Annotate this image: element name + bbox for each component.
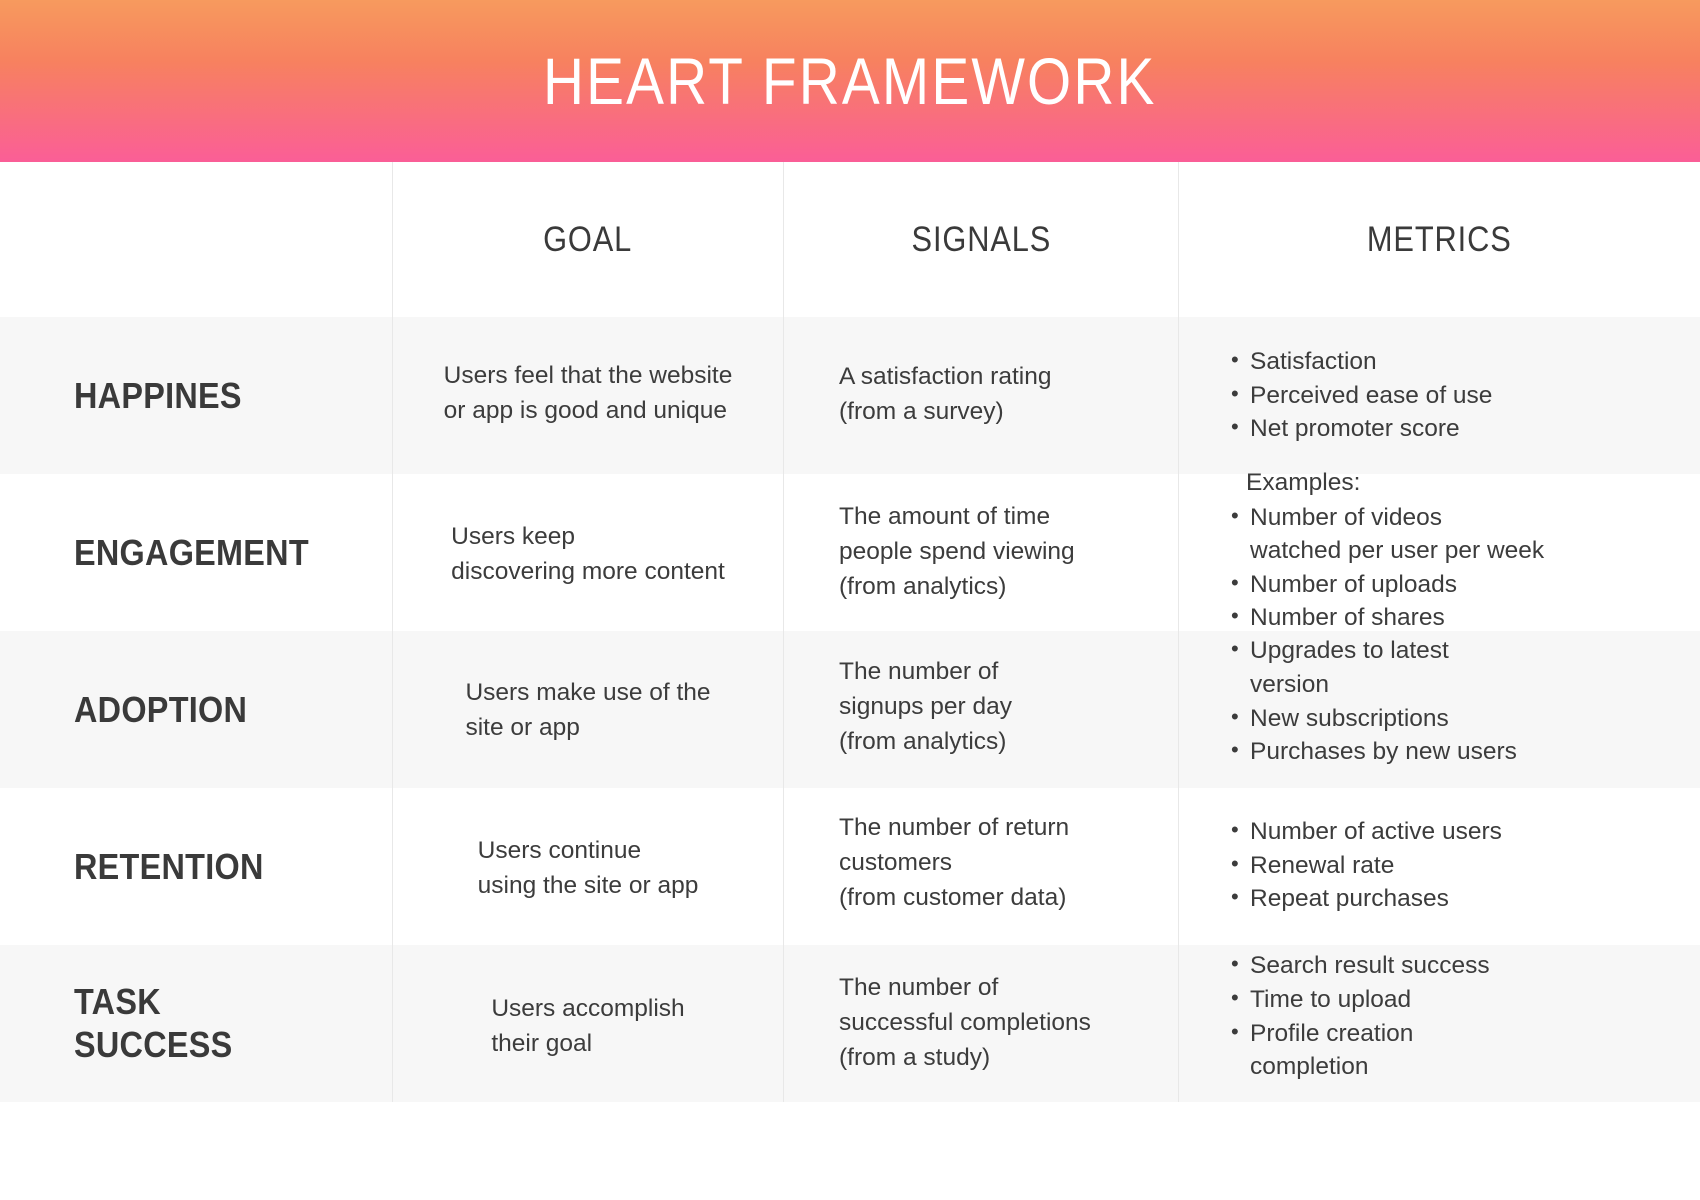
column-header-goal: GOAL bbox=[543, 219, 633, 259]
list-item: Perceived ease of use bbox=[1231, 379, 1492, 413]
metrics-cell-happines: Satisfaction Perceived ease of use Net p… bbox=[1178, 317, 1700, 474]
goal-text: Users accomplish their goal bbox=[491, 994, 685, 1057]
metrics-list: Upgrades to latest version New subscript… bbox=[1231, 634, 1517, 768]
goal-text: Users keep discovering more content bbox=[451, 522, 725, 585]
signals-text: The amount of time people spend viewing … bbox=[839, 503, 1075, 600]
signals-cell-task-success: The number of successful completions (fr… bbox=[783, 945, 1178, 1102]
header-cell-goal: GOAL bbox=[392, 162, 783, 317]
header-cell-dimension bbox=[0, 162, 392, 317]
table-row: HAPPINES Users feel that the website or … bbox=[0, 317, 1700, 474]
signals-cell-adoption: The number of signups per day (from anal… bbox=[783, 631, 1178, 788]
list-item: Repeat purchases bbox=[1231, 882, 1502, 916]
header-banner: HEART FRAMEWORK bbox=[0, 0, 1700, 162]
list-item: New subscriptions bbox=[1231, 702, 1517, 736]
list-item: Time to upload bbox=[1231, 983, 1490, 1017]
list-item: Search result success bbox=[1231, 949, 1490, 983]
table-row: ENGAGEMENT Users keep discovering more c… bbox=[0, 469, 1700, 631]
goal-cell-engagement: Users keep discovering more content bbox=[392, 474, 783, 631]
metrics-cell-task-success: Search result success Time to upload Pro… bbox=[1178, 945, 1700, 1102]
table-row: ADOPTION Users make use of the site or a… bbox=[0, 631, 1700, 788]
list-item: Number of uploads bbox=[1231, 568, 1544, 602]
dimension-cell-happines: HAPPINES bbox=[0, 317, 392, 474]
metrics-list: Number of active users Renewal rate Repe… bbox=[1231, 815, 1502, 916]
metrics-block: Satisfaction Perceived ease of use Net p… bbox=[1231, 345, 1492, 446]
list-item: Number of videos watched per user per we… bbox=[1231, 501, 1544, 568]
column-header-signals: SIGNALS bbox=[911, 219, 1051, 259]
signals-cell-happines: A satisfaction rating (from a survey) bbox=[783, 317, 1178, 474]
signals-text: A satisfaction rating (from a survey) bbox=[839, 362, 1052, 425]
metrics-list: Number of videos watched per user per we… bbox=[1231, 501, 1544, 635]
goal-cell-happines: Users feel that the website or app is go… bbox=[392, 317, 783, 474]
dimension-label: ENGAGEMENT bbox=[74, 531, 309, 573]
dimension-cell-retention: RETENTION bbox=[0, 788, 392, 945]
list-item: Renewal rate bbox=[1231, 849, 1502, 883]
header-cell-signals: SIGNALS bbox=[783, 162, 1178, 317]
metrics-cell-retention: Number of active users Renewal rate Repe… bbox=[1178, 788, 1700, 945]
list-item: Number of active users bbox=[1231, 815, 1502, 849]
dimension-label: RETENTION bbox=[74, 845, 264, 887]
metrics-block: Search result success Time to upload Pro… bbox=[1231, 949, 1490, 1083]
dimension-label: TASK SUCCESS bbox=[74, 981, 233, 1065]
header-cell-metrics: METRICS bbox=[1178, 162, 1700, 317]
metrics-cell-engagement: Examples: Number of videos watched per u… bbox=[1178, 469, 1700, 631]
signals-cell-retention: The number of return customers (from cus… bbox=[783, 788, 1178, 945]
goal-text: Users continue using the site or app bbox=[477, 836, 699, 899]
page-title: HEART FRAMEWORK bbox=[543, 44, 1157, 118]
table-row: RETENTION Users continue using the site … bbox=[0, 788, 1700, 945]
goal-text: Users feel that the website or app is go… bbox=[443, 361, 733, 424]
signals-text: The number of return customers (from cus… bbox=[839, 814, 1070, 911]
dimension-cell-adoption: ADOPTION bbox=[0, 631, 392, 788]
goal-cell-adoption: Users make use of the site or app bbox=[392, 631, 783, 788]
dimension-label: HAPPINES bbox=[74, 374, 242, 416]
list-item: Upgrades to latest version bbox=[1231, 634, 1517, 701]
signals-cell-engagement: The amount of time people spend viewing … bbox=[783, 474, 1178, 631]
goal-text: Users make use of the site or app bbox=[465, 678, 711, 741]
metrics-cell-adoption: Upgrades to latest version New subscript… bbox=[1178, 631, 1700, 788]
metrics-list: Search result success Time to upload Pro… bbox=[1231, 949, 1490, 1083]
column-header-metrics: METRICS bbox=[1367, 219, 1512, 259]
dimension-cell-task-success: TASK SUCCESS bbox=[0, 945, 392, 1102]
table-header-row: GOAL SIGNALS METRICS bbox=[0, 162, 1700, 317]
heart-framework-table: GOAL SIGNALS METRICS HAPPINES Users feel… bbox=[0, 162, 1700, 1200]
list-item: Satisfaction bbox=[1231, 345, 1492, 379]
signals-text: The number of signups per day (from anal… bbox=[839, 658, 1012, 755]
metrics-block: Number of active users Renewal rate Repe… bbox=[1231, 815, 1502, 916]
list-item: Number of shares bbox=[1231, 601, 1544, 635]
metrics-block: Upgrades to latest version New subscript… bbox=[1231, 634, 1517, 768]
metrics-list: Satisfaction Perceived ease of use Net p… bbox=[1231, 345, 1492, 446]
dimension-label: ADOPTION bbox=[74, 688, 248, 730]
list-item: Purchases by new users bbox=[1231, 735, 1517, 769]
table-row: TASK SUCCESS Users accomplish their goal… bbox=[0, 945, 1700, 1102]
metrics-lead-label: Examples: bbox=[1246, 469, 1361, 497]
metrics-block: Examples: Number of videos watched per u… bbox=[1231, 466, 1544, 635]
list-item: Profile creation completion bbox=[1231, 1017, 1490, 1084]
goal-cell-retention: Users continue using the site or app bbox=[392, 788, 783, 945]
dimension-cell-engagement: ENGAGEMENT bbox=[0, 474, 392, 631]
signals-text: The number of successful completions (fr… bbox=[839, 974, 1091, 1071]
goal-cell-task-success: Users accomplish their goal bbox=[392, 945, 783, 1102]
list-item: Net promoter score bbox=[1231, 412, 1492, 446]
